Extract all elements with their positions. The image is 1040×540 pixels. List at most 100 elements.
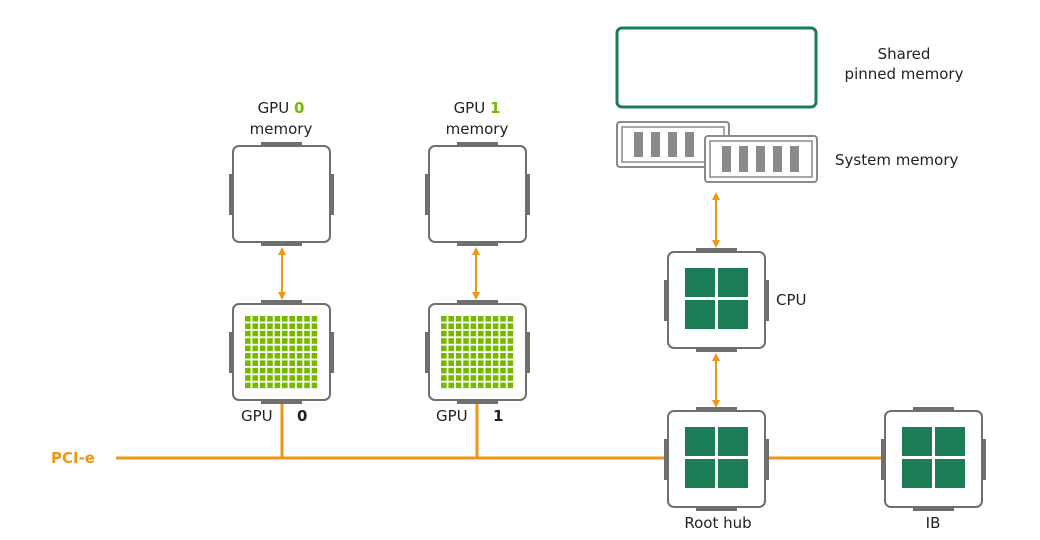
gpu-core-cell	[289, 330, 295, 337]
gpu-core-cell	[485, 367, 491, 374]
gpu-core-cell	[282, 323, 288, 329]
gpu-core-cell	[267, 375, 273, 381]
gpu-core-cell	[311, 375, 318, 381]
gpu-core-cell	[282, 338, 288, 344]
gpu-core-cell	[289, 323, 295, 329]
gpu-core-cell	[500, 338, 506, 344]
gpu-core-cell	[478, 353, 484, 359]
gpu-core-cell	[478, 338, 484, 344]
gpu1-label: GPU	[436, 407, 468, 425]
gpu-core-cell	[455, 360, 462, 366]
gpu-core-cell	[245, 382, 251, 389]
gpu-core-cell	[304, 323, 310, 329]
gpu-core-cell	[441, 367, 447, 374]
gpu-core-cell	[441, 375, 447, 381]
gpu-core-cell	[259, 338, 266, 344]
gpu-core-cell	[245, 338, 251, 344]
gpu-core-cell	[311, 360, 318, 366]
gpu-core-cell	[274, 353, 281, 359]
gpu-core-cell	[470, 353, 477, 359]
gpu-core-cell	[245, 360, 251, 366]
gpu-core-cell	[245, 323, 251, 329]
gpu-core-cell	[478, 360, 484, 366]
gpu-core-cell	[296, 345, 303, 352]
gpu-core-cell	[245, 345, 251, 352]
gpu0-core-grid	[245, 316, 318, 389]
gpu-core-cell	[455, 338, 462, 344]
gpu-core-cell	[463, 316, 469, 322]
gpu-core-cell	[267, 330, 273, 337]
gpu-core-cell	[492, 382, 499, 389]
gpu-core-cell	[296, 367, 303, 374]
gpu-core-cell	[311, 353, 318, 359]
gpu-core-cell	[304, 345, 310, 352]
pcie-label: PCI-e	[51, 449, 95, 467]
gpu-core-cell	[492, 316, 499, 322]
gpu-core-cell	[245, 367, 251, 374]
gpu-core-cell	[448, 353, 454, 359]
gpu-core-cell	[470, 323, 477, 329]
gpu-core-cell	[507, 375, 514, 381]
gpu-core-cell	[463, 338, 469, 344]
gpu-core-cell	[463, 382, 469, 389]
gpu-core-cell	[311, 338, 318, 344]
gpu-core-cell	[267, 345, 273, 352]
gpu-core-cell	[478, 375, 484, 381]
gpu-core-cell	[252, 316, 258, 322]
gpu-core-cell	[500, 382, 506, 389]
gpu-core-cell	[485, 353, 491, 359]
gpu-core-cell	[289, 338, 295, 344]
gpu-core-cell	[455, 345, 462, 352]
gpu-core-cell	[252, 360, 258, 366]
gpu-core-cell	[492, 360, 499, 366]
gpu-core-cell	[485, 330, 491, 337]
gpu-core-cell	[289, 375, 295, 381]
gpu-core-cell	[470, 338, 477, 344]
gpu-core-cell	[274, 382, 281, 389]
gpu-core-cell	[289, 382, 295, 389]
gpu-core-cell	[492, 345, 499, 352]
gpu-core-cell	[470, 382, 477, 389]
gpu-core-cell	[455, 382, 462, 389]
gpu-core-cell	[441, 382, 447, 389]
gpu-core-cell	[500, 360, 506, 366]
gpu-core-cell	[492, 375, 499, 381]
gpu-core-cell	[274, 338, 281, 344]
gpu-core-cell	[478, 382, 484, 389]
gpu-core-cell	[441, 360, 447, 366]
gpu-core-cell	[478, 367, 484, 374]
ram-stick-front-icon	[704, 135, 818, 183]
gpu-core-cell	[259, 353, 266, 359]
cpu-chip-icon	[664, 248, 769, 352]
gpu-core-cell	[478, 323, 484, 329]
gpu0-index: 0	[297, 407, 307, 425]
gpu-core-cell	[500, 375, 506, 381]
gpu-core-cell	[507, 345, 514, 352]
cpu-label: CPU	[776, 291, 807, 309]
gpu-core-cell	[296, 353, 303, 359]
gpu-core-cell	[296, 360, 303, 366]
gpu-core-cell	[470, 367, 477, 374]
gpu-core-cell	[463, 323, 469, 329]
gpu-core-cell	[296, 382, 303, 389]
gpu-core-cell	[455, 367, 462, 374]
gpu1-core-grid	[441, 316, 514, 389]
gpu-core-cell	[267, 367, 273, 374]
gpu-core-cell	[267, 360, 273, 366]
gpu-core-cell	[507, 353, 514, 359]
gpu-core-cell	[282, 353, 288, 359]
gpu-core-cell	[245, 316, 251, 322]
gpu-core-cell	[492, 353, 499, 359]
gpu1-memory-label: GPU 1	[454, 99, 501, 117]
gpu-core-cell	[245, 353, 251, 359]
gpu-core-cell	[507, 367, 514, 374]
gpu-core-cell	[311, 316, 318, 322]
gpu-core-cell	[507, 338, 514, 344]
gpu-core-cell	[492, 338, 499, 344]
gpu-core-cell	[485, 375, 491, 381]
gpu-core-cell	[485, 323, 491, 329]
gpu-core-cell	[448, 360, 454, 366]
gpu-core-cell	[485, 382, 491, 389]
gpu-core-cell	[289, 345, 295, 352]
gpu-core-cell	[304, 367, 310, 374]
